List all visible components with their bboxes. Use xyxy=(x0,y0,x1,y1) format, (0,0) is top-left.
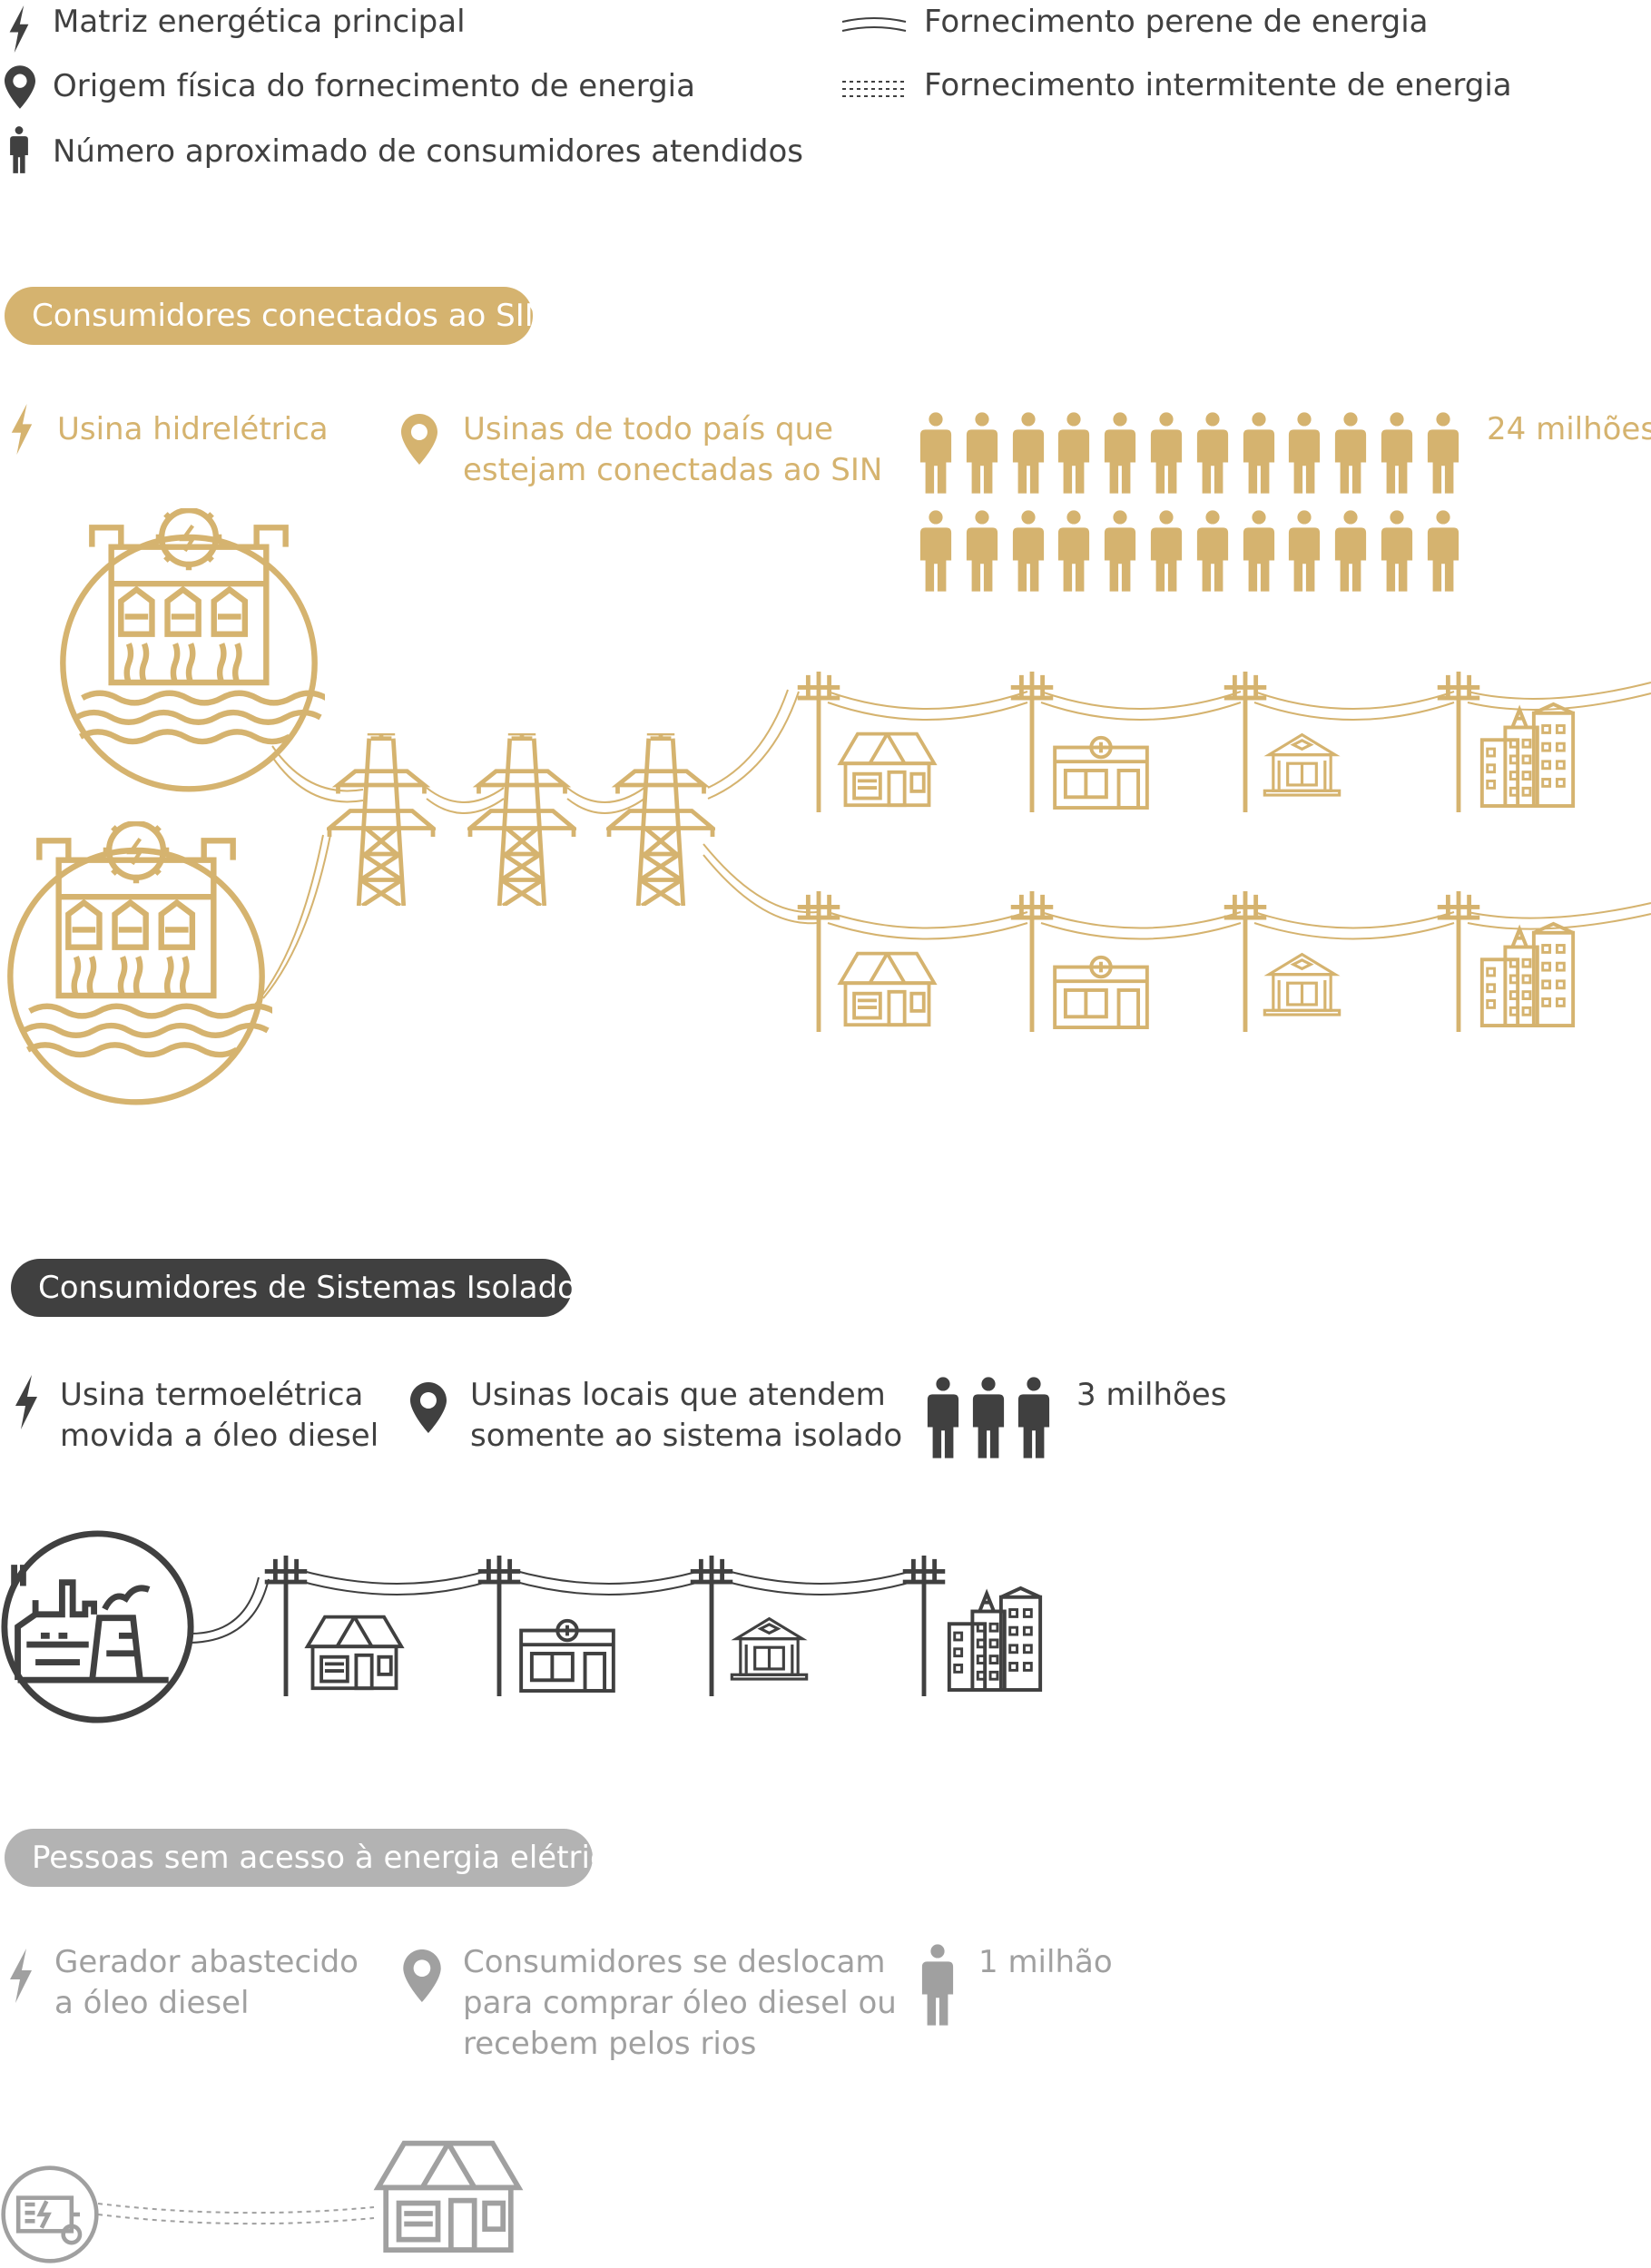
legend-solid-line-icon xyxy=(841,17,907,32)
legend-perene: Fornecimento perene de energia xyxy=(924,4,1429,40)
isolated-count: 3 milhões xyxy=(1076,1377,1227,1413)
noaccess-matrix-line2: a óleo diesel xyxy=(54,1985,250,2021)
isolated-origin-line1: Usinas locais que atendem xyxy=(470,1377,886,1413)
generator-icon xyxy=(0,2165,100,2264)
isolated-origin-line2: somente ao sistema isolado xyxy=(470,1418,903,1454)
house-icon xyxy=(370,2133,526,2255)
sin-origin-line2: estejam conectadas ao SIN xyxy=(463,452,883,488)
sin-origin-line1: Usinas de todo país que xyxy=(463,411,834,447)
sin-wires xyxy=(253,682,1651,1006)
legend-dashed-line-icon xyxy=(842,81,906,97)
noaccess-matrix-line1: Gerador abastecido xyxy=(54,1944,359,1980)
noaccess-section-pill: Pessoas sem acesso à energia elétrica xyxy=(5,1829,625,1887)
legend-numero: Número aproximado de consumidores atendi… xyxy=(53,133,803,170)
noaccess-origin-line3: recebem pelos rios xyxy=(463,2026,757,2062)
noaccess-origin-line2: para comprar óleo diesel ou xyxy=(463,1985,897,2021)
isolated-section-pill: Consumidores de Sistemas Isolados xyxy=(11,1259,593,1317)
sin-matrix-label: Usina hidrelétrica xyxy=(57,411,329,447)
legend-origem: Origem física do fornecimento de energia xyxy=(53,68,695,104)
isolated-matrix-line1: Usina termoelétrica xyxy=(60,1377,364,1413)
legend-matriz: Matriz energética principal xyxy=(53,4,466,40)
noaccess-count: 1 milhão xyxy=(978,1944,1113,1980)
isolated-wires xyxy=(190,1569,916,1644)
sin-count: 24 milhões xyxy=(1487,411,1651,447)
sin-section-pill: Consumidores conectados ao SIN xyxy=(5,287,547,345)
isolated-matrix-line2: movida a óleo diesel xyxy=(60,1418,379,1454)
legend-intermitente: Fornecimento intermitente de energia xyxy=(924,67,1512,103)
noaccess-origin-line1: Consumidores se deslocam xyxy=(463,1944,886,1980)
